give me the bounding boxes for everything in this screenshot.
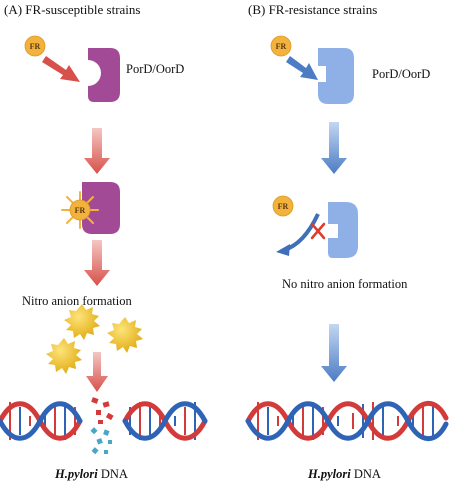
fr-badge-label: FR <box>30 42 41 51</box>
dna-right-fragment <box>122 401 208 441</box>
dna-fragments <box>90 397 114 455</box>
dna-species-name: H.pylori <box>307 467 351 481</box>
nitro-anion-icon <box>107 317 143 353</box>
down-arrow <box>84 240 110 286</box>
nitro-anion-icon <box>64 304 100 340</box>
down-arrow <box>86 352 108 392</box>
down-arrow <box>321 324 347 382</box>
panel-a: (A) FR-susceptible strains FR PorD/OorD … <box>0 2 208 481</box>
panel-a-dna-label: H.pylori DNA <box>54 467 128 481</box>
panel-b: (B) FR-resistance strains FR PorD/OorD F… <box>245 2 449 481</box>
fr-molecule-icon: FR <box>270 35 292 57</box>
fr-bound-label: FR <box>75 206 86 215</box>
panel-b-dna-label: H.pylori DNA <box>307 467 381 481</box>
fr-molecule-icon: FR <box>24 35 46 57</box>
bounce-arrowhead <box>276 244 290 256</box>
dna-helix-icon <box>245 400 449 442</box>
binding-arrow <box>42 56 80 82</box>
panel-b-enzyme-label: PorD/OorD <box>372 67 430 81</box>
fr-blocked-label: FR <box>278 202 289 211</box>
enzyme-icon <box>318 48 354 104</box>
enzyme-bound-fr: FR <box>61 182 120 234</box>
fr-badge-label: FR <box>276 42 287 51</box>
down-arrow <box>84 128 110 174</box>
enzyme-icon <box>328 202 358 258</box>
panel-a-title: (A) FR-susceptible strains <box>4 2 140 17</box>
fr-molecule-icon <box>272 195 294 217</box>
binding-arrow <box>286 56 318 80</box>
enzyme-icon <box>88 48 120 102</box>
blocked-binding: FR <box>272 195 358 258</box>
dna-word: DNA <box>351 467 381 481</box>
dna-helix-icon <box>0 397 208 455</box>
panel-b-formation-label: No nitro anion formation <box>282 277 408 291</box>
dna-word: DNA <box>98 467 128 481</box>
panel-b-title: (B) FR-resistance strains <box>248 2 377 17</box>
nitro-anion-icon <box>46 338 82 374</box>
down-arrow <box>321 122 347 174</box>
fr-molecule-icon <box>69 199 91 221</box>
dna-left-fragment <box>0 401 83 441</box>
block-x-icon <box>310 222 326 240</box>
panel-a-enzyme-label: PorD/OorD <box>126 62 184 76</box>
panel-a-formation-label: Nitro anion formation <box>22 294 132 308</box>
dna-species-name: H.pylori <box>54 467 98 481</box>
nitro-anion-group <box>46 304 143 374</box>
